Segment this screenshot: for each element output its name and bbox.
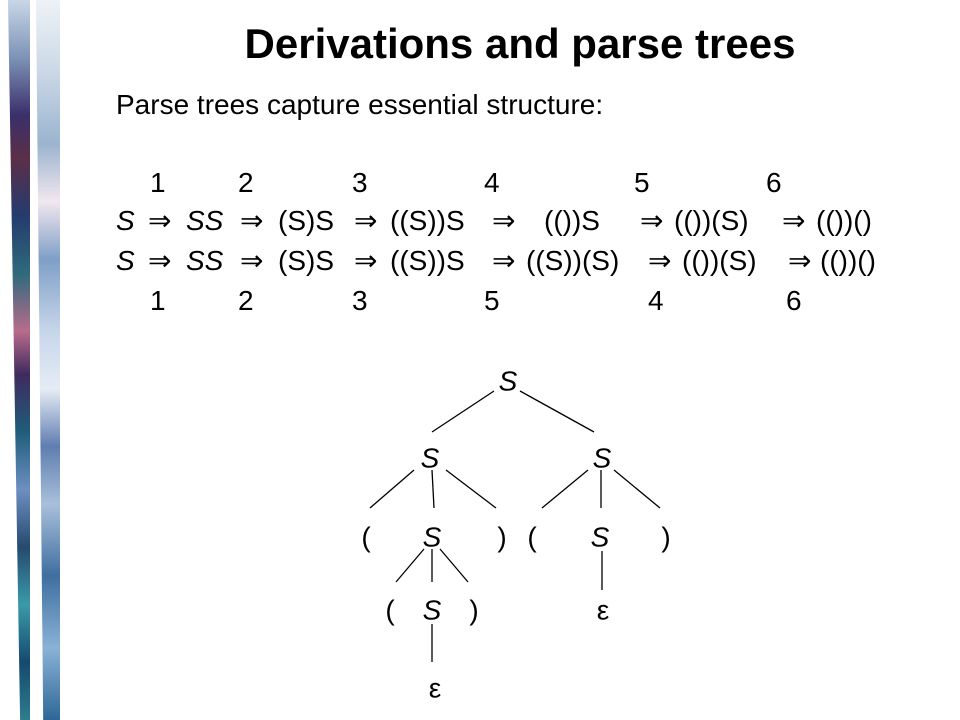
tree-node-lp1: (	[361, 521, 371, 552]
derives-arrow: ⇒	[640, 205, 664, 236]
tree-node-s-rr: S	[591, 521, 610, 552]
tree-node-eps-inner: ε	[429, 672, 441, 703]
bottom-step-numbers: 1 2 3 5 4 6	[116, 283, 956, 319]
derives-arrow: ⇒	[354, 205, 378, 236]
step-number: 6	[786, 285, 802, 316]
tree-node-s-right: S	[593, 442, 612, 473]
tree-node-lp3: (	[385, 594, 395, 625]
sentential-form: (())()	[820, 245, 876, 276]
sentential-form: (())(S)	[674, 205, 749, 236]
step-number: 5	[484, 285, 500, 316]
tree-edge	[541, 469, 589, 509]
tree-edge	[445, 469, 497, 509]
derives-arrow: ⇒	[240, 205, 264, 236]
tree-edge	[613, 469, 661, 509]
page-title: Derivations and parse trees	[244, 20, 796, 67]
tree-edge	[431, 390, 495, 433]
derives-arrow: ⇒	[354, 245, 378, 276]
tree-edge	[519, 390, 595, 433]
sentential-form: SS	[186, 245, 224, 276]
sentential-form: ((S))S	[390, 205, 465, 236]
derivation-line-2: S ⇒ SS ⇒ (S)S ⇒ ((S))S ⇒ ((S))(S) ⇒ (())…	[116, 243, 956, 279]
tree-node-s-ll: S	[423, 521, 442, 552]
derives-arrow: ⇒	[782, 205, 806, 236]
tree-edge	[395, 548, 425, 583]
step-number: 2	[238, 285, 254, 316]
derives-arrow: ⇒	[240, 245, 264, 276]
sentential-form: (())(S)	[682, 245, 757, 276]
derives-arrow: ⇒	[788, 245, 812, 276]
sentential-form: (())()	[816, 205, 872, 236]
step-number: 2	[238, 167, 254, 198]
sentential-form: S	[116, 205, 135, 236]
sentential-form: (S)S	[278, 245, 334, 276]
tree-node-rp3: )	[469, 594, 478, 625]
derives-arrow: ⇒	[148, 245, 172, 276]
tree-node-s-left: S	[421, 442, 440, 473]
sentential-form: (S)S	[278, 205, 334, 236]
step-number: 6	[766, 167, 782, 198]
subtitle: Parse trees capture essential structure:	[116, 89, 604, 120]
step-number: 3	[352, 167, 368, 198]
step-number: 4	[648, 285, 664, 316]
step-number: 1	[150, 167, 166, 198]
tree-node-lp2: (	[527, 521, 537, 552]
top-step-numbers: 1 2 3 4 5 6	[116, 165, 956, 201]
tree-edge	[431, 469, 435, 509]
sentential-form: (())S	[544, 205, 600, 236]
step-number: 1	[150, 285, 166, 316]
step-number: 3	[352, 285, 368, 316]
tree-node-eps-right: ε	[597, 594, 609, 625]
sentential-form: ((S))(S)	[526, 245, 620, 276]
tree-node-rp2: )	[661, 521, 670, 552]
tree-node-root: S	[499, 365, 518, 396]
tree-node-rp1: )	[497, 521, 506, 552]
tree-node-s-inner: S	[423, 594, 442, 625]
sentential-form: SS	[186, 205, 224, 236]
step-number: 5	[634, 167, 650, 198]
derives-arrow: ⇒	[648, 245, 672, 276]
tree-edge	[369, 469, 415, 509]
step-number: 4	[484, 167, 500, 198]
derives-arrow: ⇒	[492, 245, 516, 276]
derives-arrow: ⇒	[492, 205, 516, 236]
derives-arrow: ⇒	[148, 205, 172, 236]
sentential-form: S	[116, 245, 135, 276]
tree-edge	[439, 548, 469, 583]
derivation-line-1: S ⇒ SS ⇒ (S)S ⇒ ((S))S ⇒ (())S ⇒ (())(S)…	[116, 203, 956, 239]
sentential-form: ((S))S	[390, 245, 465, 276]
